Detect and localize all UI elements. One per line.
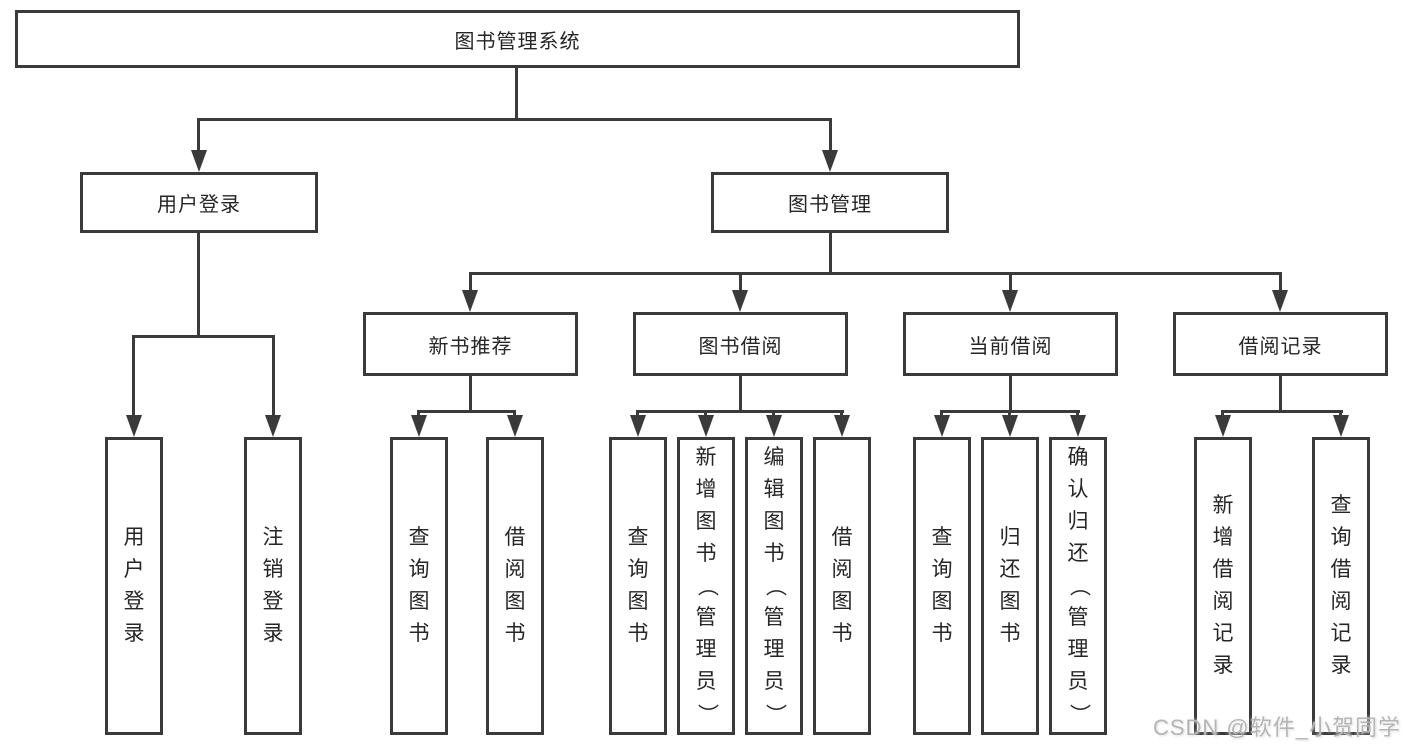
arrowhead xyxy=(191,150,207,172)
leaf-return-book: 归还图书 xyxy=(981,437,1039,735)
leaf-query-book-current: 查询图书 xyxy=(913,437,971,735)
arrowhead xyxy=(1070,415,1086,437)
arrowhead xyxy=(265,415,281,437)
arrowhead xyxy=(1002,415,1018,437)
arrowhead xyxy=(1333,415,1349,437)
arrowhead xyxy=(698,415,714,437)
node-book-borrow: 图书借阅 xyxy=(633,312,848,376)
leaf-edit-book-admin: 编辑图书（管理员） xyxy=(745,437,803,735)
connector xyxy=(739,376,742,410)
connector xyxy=(469,376,472,410)
connector xyxy=(469,272,1282,275)
connector xyxy=(829,233,832,272)
leaf-add-book-admin: 新增图书（管理员） xyxy=(677,437,735,735)
node-user-login-label: 用户登录 xyxy=(157,194,241,216)
connector xyxy=(197,118,831,121)
node-new-book-recommend: 新书推荐 xyxy=(363,312,578,376)
leaf-logout-login: 注销登录 xyxy=(244,437,302,735)
leaf-confirm-return-admin: 确认归还（管理员） xyxy=(1049,437,1107,735)
leaf-add-borrow-record: 新增借阅记录 xyxy=(1194,437,1252,735)
connector xyxy=(1221,410,1343,413)
node-root-label: 图书管理系统 xyxy=(454,30,581,53)
connector xyxy=(1009,376,1012,410)
arrowhead xyxy=(126,415,142,437)
connector xyxy=(829,118,832,152)
node-borrow-records: 借阅记录 xyxy=(1173,312,1388,376)
arrowhead xyxy=(1002,290,1018,312)
node-current-borrow-label: 当前借阅 xyxy=(968,335,1053,358)
connector xyxy=(469,272,472,294)
leaf-user-login: 用户登录 xyxy=(105,437,163,735)
leaf-borrow-book: 借阅图书 xyxy=(813,437,871,735)
watermark-text: CSDN @软件_小贺同学 xyxy=(1152,715,1401,740)
arrowhead xyxy=(934,415,950,437)
node-book-management-label: 图书管理 xyxy=(788,194,872,216)
connector xyxy=(272,335,275,417)
arrowhead xyxy=(732,290,748,312)
connector xyxy=(417,410,516,413)
arrowhead xyxy=(462,290,478,312)
connector xyxy=(132,335,275,338)
node-book-borrow-label: 图书借阅 xyxy=(698,335,783,358)
arrowhead xyxy=(1272,290,1288,312)
connector xyxy=(1009,272,1012,294)
arrowhead xyxy=(411,415,427,437)
arrowhead xyxy=(822,150,838,172)
arrowhead xyxy=(630,415,646,437)
connector xyxy=(197,118,200,152)
node-new-book-recommend-label: 新书推荐 xyxy=(428,335,513,358)
arrowhead xyxy=(507,415,523,437)
connector xyxy=(739,272,742,294)
connector xyxy=(1279,272,1282,294)
leaf-query-book-borrow: 查询图书 xyxy=(609,437,667,735)
node-user-login: 用户登录 xyxy=(80,172,318,233)
connector xyxy=(1279,376,1282,410)
node-borrow-records-label: 借阅记录 xyxy=(1238,335,1323,358)
connector xyxy=(197,233,200,335)
leaf-query-borrow-record: 查询借阅记录 xyxy=(1312,437,1370,735)
leaf-query-book-recommend: 查询图书 xyxy=(390,437,448,735)
arrowhead xyxy=(834,415,850,437)
node-root-system: 图书管理系统 xyxy=(15,10,1020,68)
connector xyxy=(132,335,135,417)
leaf-borrow-book-recommend: 借阅图书 xyxy=(486,437,544,735)
arrowhead xyxy=(766,415,782,437)
node-current-borrow: 当前借阅 xyxy=(903,312,1118,376)
connector xyxy=(636,410,844,413)
node-book-management: 图书管理 xyxy=(711,172,949,233)
connector xyxy=(515,68,518,118)
arrowhead xyxy=(1215,415,1231,437)
